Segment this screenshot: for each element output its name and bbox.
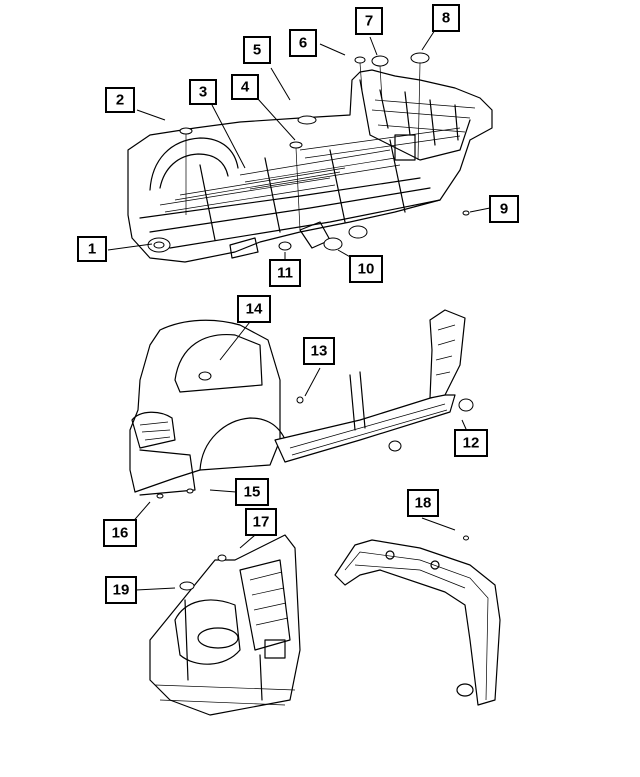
svg-text:10: 10 [358, 261, 375, 278]
svg-text:5: 5 [253, 42, 261, 59]
callout-3: 3 [189, 79, 217, 105]
callout-5: 5 [243, 36, 271, 64]
callout-11: 11 [269, 259, 301, 287]
svg-text:8: 8 [442, 10, 450, 27]
callout-15: 15 [235, 478, 269, 506]
callout-6: 6 [289, 29, 317, 57]
svg-text:7: 7 [365, 13, 373, 30]
svg-text:11: 11 [277, 265, 293, 282]
svg-text:1: 1 [88, 241, 96, 258]
svg-text:19: 19 [113, 582, 130, 599]
svg-text:15: 15 [244, 484, 261, 501]
svg-text:16: 16 [112, 525, 129, 542]
callout-9: 9 [489, 195, 519, 223]
callout-14: 14 [237, 295, 271, 323]
callout-10: 10 [349, 255, 383, 283]
svg-text:2: 2 [116, 92, 124, 109]
callout-18: 18 [407, 489, 439, 517]
svg-text:14: 14 [246, 301, 263, 318]
floor-pan-view [127, 52, 493, 263]
svg-text:13: 13 [311, 343, 328, 360]
callout-16: 16 [103, 519, 137, 547]
svg-text:12: 12 [463, 435, 480, 452]
wheelhouse-view [149, 534, 301, 716]
svg-text:17: 17 [253, 514, 270, 531]
callout-8: 8 [432, 4, 460, 32]
svg-text:9: 9 [500, 201, 508, 218]
leader-lines [107, 29, 491, 591]
callout-4: 4 [231, 74, 259, 100]
callout-13: 13 [303, 337, 335, 365]
liftgate-opening-view [334, 535, 501, 706]
svg-text:3: 3 [199, 84, 207, 101]
callout-19: 19 [105, 576, 137, 604]
callout-17: 17 [245, 508, 277, 536]
side-body-view [129, 309, 474, 499]
svg-text:18: 18 [415, 495, 432, 512]
callout-12: 12 [454, 429, 488, 457]
callout-2: 2 [105, 87, 135, 113]
svg-text:4: 4 [241, 79, 250, 96]
svg-text:6: 6 [299, 35, 307, 52]
callout-7: 7 [355, 7, 383, 35]
callout-1: 1 [77, 236, 107, 262]
